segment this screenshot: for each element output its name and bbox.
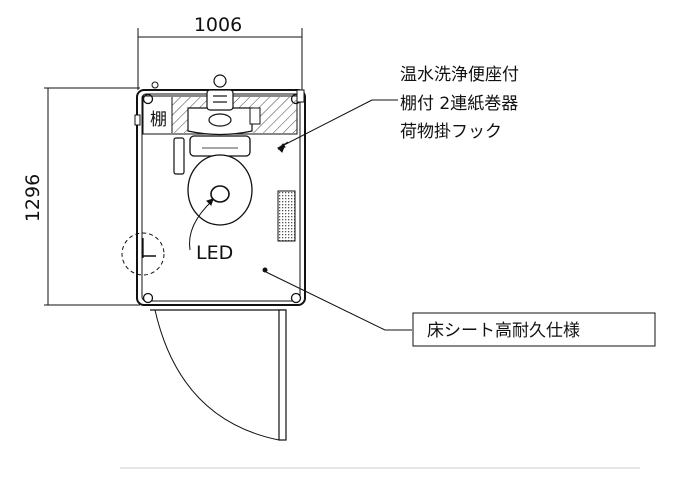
width-dimension-label: 1006 (194, 14, 242, 36)
door-handle (121, 232, 165, 276)
width-dimension (137, 28, 303, 90)
ventilation-panel (277, 190, 296, 242)
side-handrail (173, 137, 185, 175)
paper-holder (249, 107, 261, 125)
floor-callout-text: 床シート高耐久仕様 (427, 321, 580, 341)
equipment-leader (277, 99, 398, 151)
floor-callout-box (412, 312, 656, 347)
wall-fittings (134, 81, 305, 126)
toilet-bowl (187, 135, 253, 226)
shelf-label: 棚 (150, 110, 167, 130)
floor-marker-dot (262, 267, 268, 273)
depth-dimension (44, 87, 140, 306)
callout-line-shelf-paper: 棚付 2連紙巻器 (400, 94, 518, 114)
door (150, 309, 287, 441)
depth-dimension-label: 1296 (22, 174, 44, 222)
led-leader (188, 198, 214, 251)
led-label: LED (196, 242, 233, 264)
toilet-tank (187, 74, 253, 136)
callout-line-warm-seat: 温水洗浄便座付 (400, 65, 519, 85)
callout-line-hook: 荷物掛フック (400, 122, 502, 142)
floor-leader (265, 271, 412, 331)
equipment-callout: 温水洗浄便座付 棚付 2連紙巻器 荷物掛フック (400, 65, 519, 142)
